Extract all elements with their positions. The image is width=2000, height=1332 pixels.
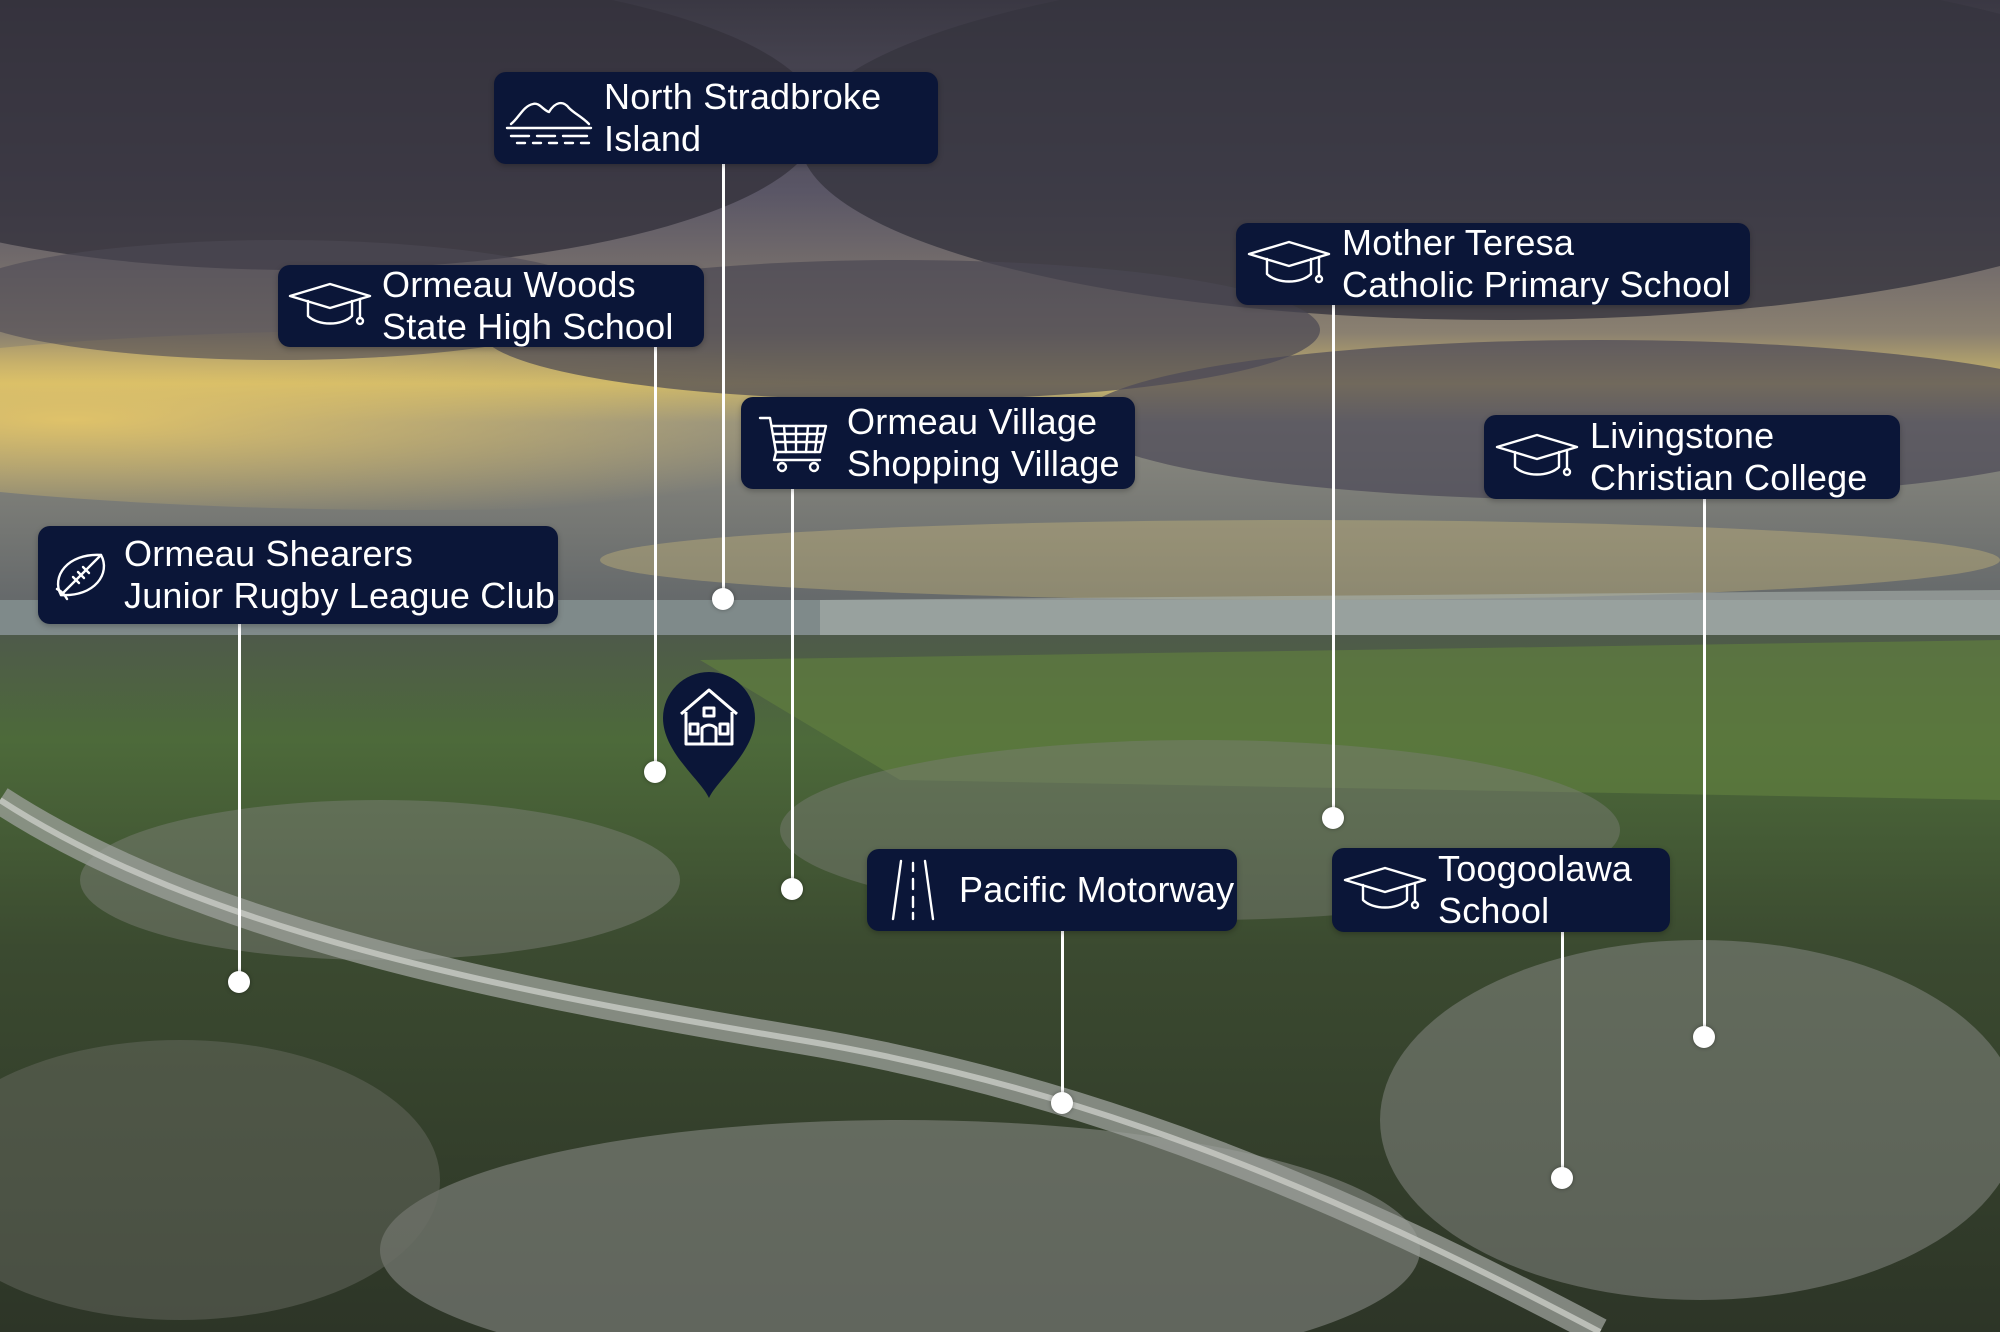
shopping-cart-icon [741,412,847,474]
livingstone-line-2: Christian College [1590,457,1868,498]
ormeau-village-leader-line [791,486,794,888]
pacific-motorway-callout[interactable]: Pacific Motorway [867,849,1237,931]
ormeau-village-marker-dot[interactable] [781,878,803,900]
livingstone-line-1: Livingstone [1590,415,1775,456]
rugby-ball-icon [38,545,124,605]
graduation-cap-icon [1484,433,1590,481]
ormeau-village-shopping-village-callout[interactable]: Ormeau Village Shopping Village [741,397,1135,489]
ormeau-woods-marker-dot[interactable] [644,761,666,783]
mother-teresa-line-1: Mother Teresa [1342,222,1575,263]
mother-teresa-catholic-primary-school-callout[interactable]: Mother Teresa Catholic Primary School [1236,222,1750,305]
mother-teresa-marker-dot[interactable] [1322,807,1344,829]
livingstone-leader-line [1703,496,1706,1036]
toogoolawa-line-2: School [1438,890,1550,931]
north-stradbroke-leader-line [722,160,725,600]
graduation-cap-icon [1236,240,1342,288]
pacific-motorway-marker-dot[interactable] [1051,1092,1073,1114]
north-stradbroke-line-2: Island [604,118,702,159]
pacific-motorway-label: Pacific Motorway [959,869,1235,910]
ormeau-shearers-line-2: Junior Rugby League Club [124,575,556,616]
ormeau-shearers-marker-dot[interactable] [228,971,250,993]
toogoolawa-line-1: Toogoolawa [1438,848,1633,889]
north-stradbroke-island-callout[interactable]: North Stradbroke Island [494,72,938,164]
pacific-motorway-leader-line [1061,928,1064,1102]
livingstone-marker-dot[interactable] [1693,1026,1715,1048]
ormeau-village-line-1: Ormeau Village [847,401,1098,442]
toogoolawa-leader-line [1561,928,1564,1178]
mother-teresa-line-2: Catholic Primary School [1342,264,1731,305]
toogoolawa-marker-dot[interactable] [1551,1167,1573,1189]
ormeau-woods-line-1: Ormeau Woods [382,264,636,305]
ormeau-shearers-leader-line [238,622,241,982]
ormeau-woods-state-high-school-callout[interactable]: Ormeau Woods State High School [278,264,704,347]
ormeau-shearers-line-1: Ormeau Shearers [124,533,414,574]
livingstone-christian-college-callout[interactable]: Livingstone Christian College [1484,415,1900,499]
toogoolawa-school-callout[interactable]: Toogoolawa School [1332,848,1670,932]
house-icon [663,672,755,798]
graduation-cap-icon [1332,866,1438,914]
home-location-pin[interactable] [659,670,759,800]
ormeau-woods-line-2: State High School [382,306,674,347]
graduation-cap-icon [278,282,382,330]
island-icon [494,88,604,148]
ormeau-woods-leader-line [654,345,657,771]
ormeau-village-line-2: Shopping Village [847,443,1120,484]
mother-teresa-leader-line [1332,302,1335,818]
ormeau-shearers-callout[interactable]: Ormeau Shearers Junior Rugby League Club [38,526,558,624]
north-stradbroke-marker-dot[interactable] [712,588,734,610]
north-stradbroke-line-1: North Stradbroke [604,76,882,117]
road-icon [867,859,959,921]
